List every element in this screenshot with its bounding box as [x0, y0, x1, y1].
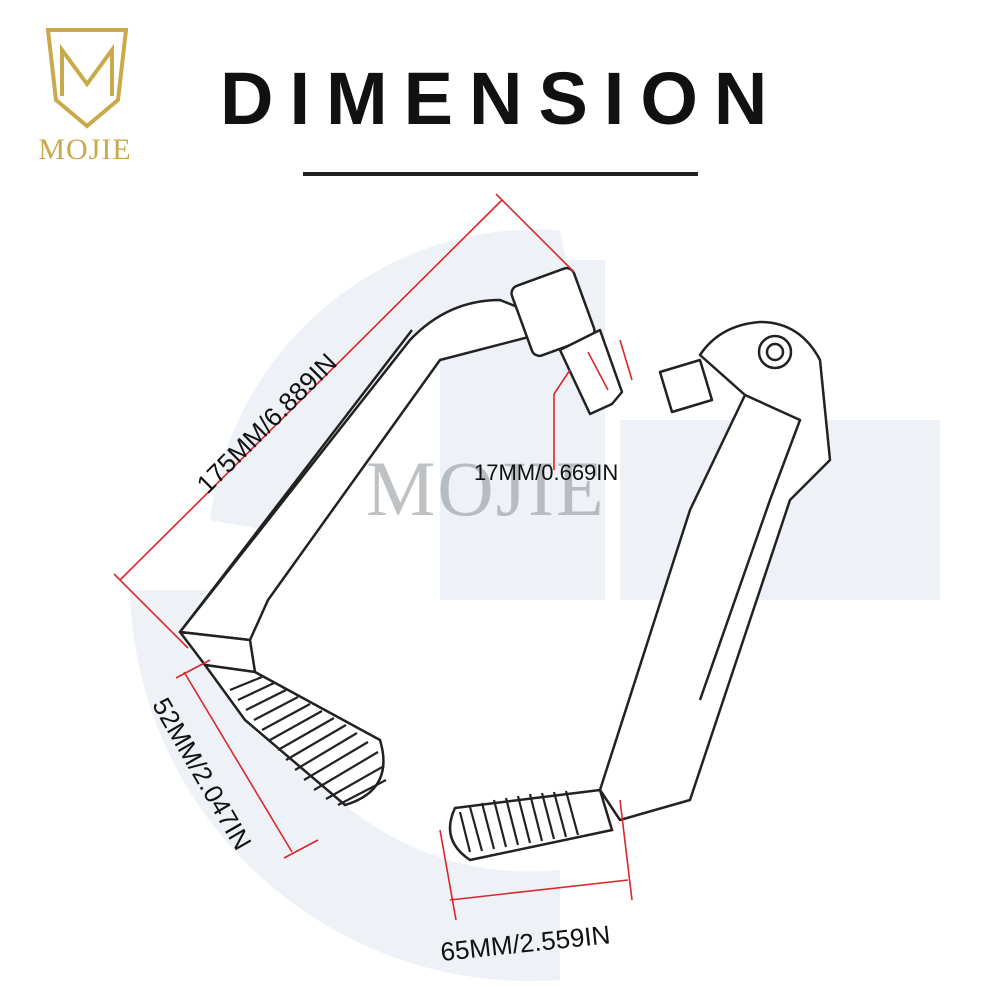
watermark-text: MOJIE [366, 445, 606, 532]
left-grip [202, 663, 387, 807]
title-underline [303, 172, 698, 176]
logo-wordmark: MOJIE [38, 133, 132, 166]
label-bar-end-diameter: 17MM/0.669IN [474, 460, 619, 485]
dimension-lines [113, 193, 633, 921]
left-lever-guard [178, 266, 624, 674]
logo-emblem-icon [45, 28, 129, 129]
right-lever-guard [598, 320, 832, 822]
right-grip [448, 788, 614, 862]
page-title: DIMENSION [220, 57, 784, 140]
